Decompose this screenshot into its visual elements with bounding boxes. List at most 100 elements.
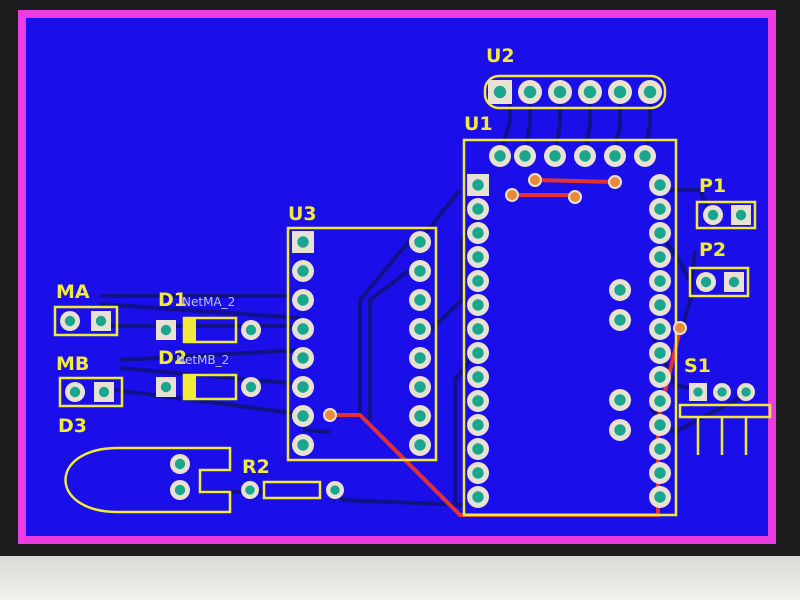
pad-hole: [613, 85, 627, 99]
pad-hole: [414, 265, 426, 277]
pad-hole: [472, 371, 484, 383]
pad-hole: [472, 251, 484, 263]
diode-cathode-marks: [184, 318, 196, 399]
refdes-d1: D1: [158, 289, 187, 311]
refdes-u1: U1: [464, 113, 493, 135]
pad-hole: [654, 395, 666, 407]
pad-hole: [245, 381, 257, 393]
refdes-d3: D3: [58, 415, 87, 437]
pad-hole: [654, 275, 666, 287]
pad-hole: [609, 150, 621, 162]
pad-hole: [472, 179, 484, 191]
pad-hole: [414, 323, 426, 335]
pad-hole: [654, 227, 666, 239]
pad-hole: [297, 439, 309, 451]
pad-hole: [728, 276, 740, 288]
pad-hole: [654, 203, 666, 215]
pad-hole: [614, 424, 626, 436]
pad-hole: [472, 323, 484, 335]
pad-hole: [549, 150, 561, 162]
refdes-u3: U3: [288, 203, 317, 225]
via[interactable]: [608, 175, 622, 189]
pad-hole: [654, 467, 666, 479]
pad-hole: [553, 85, 567, 99]
pad-hole: [523, 85, 537, 99]
pad-hole: [614, 394, 626, 406]
pad-hole: [69, 386, 81, 398]
pad-hole: [643, 85, 657, 99]
pad-hole: [160, 324, 172, 336]
pad-hole: [330, 485, 340, 495]
pad-hole: [472, 467, 484, 479]
refdes-s1: S1: [684, 355, 711, 377]
pad-hole: [297, 265, 309, 277]
pad-hole: [654, 323, 666, 335]
pad-hole: [493, 85, 507, 99]
pad-hole: [297, 381, 309, 393]
pad-hole: [245, 324, 257, 336]
via[interactable]: [323, 408, 337, 422]
pad-hole: [472, 275, 484, 287]
via[interactable]: [568, 190, 582, 204]
pad-layer: [60, 80, 755, 508]
pad-hole: [654, 443, 666, 455]
pad-hole: [472, 443, 484, 455]
pad-hole: [654, 491, 666, 503]
pad-hole: [297, 352, 309, 364]
pad-hole: [614, 284, 626, 296]
pad-hole: [297, 323, 309, 335]
pad-hole: [707, 209, 719, 221]
pad-hole: [654, 347, 666, 359]
pad-hole: [414, 294, 426, 306]
net-label-netma: NetMA_2: [182, 295, 235, 309]
pad-hole: [297, 294, 309, 306]
pad-hole: [654, 299, 666, 311]
pad-hole: [654, 179, 666, 191]
pad-hole: [654, 419, 666, 431]
pad-hole: [472, 347, 484, 359]
pad-hole: [297, 410, 309, 422]
pad-hole: [414, 439, 426, 451]
pad-hole: [297, 236, 309, 248]
pad-hole: [472, 227, 484, 239]
pad-hole: [614, 314, 626, 326]
pad-hole: [95, 315, 107, 327]
refdes-ma: MA: [56, 281, 90, 303]
pad-hole: [717, 387, 727, 397]
pad-hole: [494, 150, 506, 162]
pad-hole: [174, 458, 186, 470]
pad-hole: [174, 484, 186, 496]
refdes-p2: P2: [699, 239, 726, 261]
refdes-mb: MB: [56, 353, 89, 375]
refdes-r2: R2: [242, 456, 270, 478]
pad-hole: [519, 150, 531, 162]
pad-hole: [472, 395, 484, 407]
pad-hole: [98, 386, 110, 398]
pad-hole: [472, 419, 484, 431]
pad-hole: [472, 299, 484, 311]
pad-hole: [414, 410, 426, 422]
net-label-netmb: NetMB_2: [176, 353, 229, 367]
via[interactable]: [673, 321, 687, 335]
pad-hole: [160, 381, 172, 393]
pad-hole: [414, 236, 426, 248]
via[interactable]: [505, 188, 519, 202]
pad-hole: [693, 387, 703, 397]
pad-hole: [735, 209, 747, 221]
pad-hole: [700, 276, 712, 288]
pad-hole: [579, 150, 591, 162]
refdes-u2: U2: [486, 45, 515, 67]
pad-hole: [472, 491, 484, 503]
via[interactable]: [528, 173, 542, 187]
pad-hole: [64, 315, 76, 327]
pad-hole: [414, 352, 426, 364]
monitor-bezel: [0, 556, 800, 600]
pad-hole: [472, 203, 484, 215]
pad-hole: [741, 387, 751, 397]
pad-hole: [654, 251, 666, 263]
pad-hole: [245, 485, 255, 495]
refdes-p1: P1: [699, 175, 726, 197]
refdes-d2: D2: [158, 347, 187, 369]
pad-hole: [583, 85, 597, 99]
